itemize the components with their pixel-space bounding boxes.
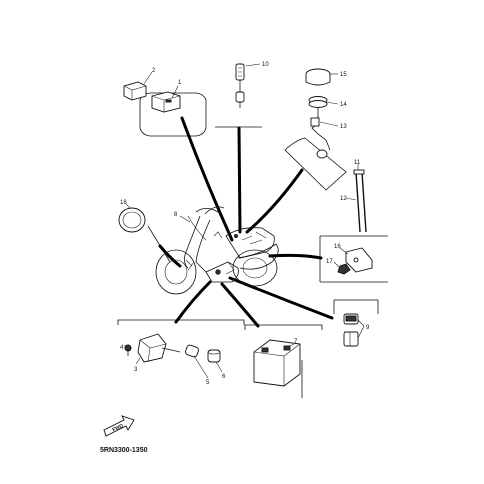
seat	[225, 227, 275, 259]
part-rods	[353, 169, 367, 233]
callout-12: 12	[340, 196, 347, 202]
part-flasher-relay	[123, 81, 147, 101]
wire-bracket	[268, 253, 323, 260]
scooter-outline	[155, 206, 279, 295]
callout-16: 16	[334, 244, 341, 250]
part-bolt	[124, 344, 132, 356]
callout-13: 13	[340, 124, 347, 130]
fwd-label: FWD	[112, 423, 125, 433]
part-fuel-sender	[305, 68, 331, 159]
callout-2: 2	[152, 68, 156, 74]
bracket-battery-group	[244, 324, 323, 330]
part-ignition-coil	[137, 333, 181, 363]
part-battery	[253, 339, 303, 398]
bracket-cap-group	[147, 225, 171, 263]
callout-9: 9	[366, 325, 370, 331]
front-wheel	[155, 249, 197, 295]
wire-cap	[158, 244, 182, 268]
wire-sensor	[237, 126, 242, 234]
part-wire-harness	[187, 215, 207, 241]
part-bracket	[345, 247, 373, 273]
wire-fuel-sender	[245, 168, 304, 234]
diagram-code: 5RN3300-1350	[100, 447, 148, 454]
callout-8: 8	[174, 212, 178, 218]
wire-relay	[180, 116, 234, 242]
callout-4: 4	[120, 345, 124, 351]
part-cap	[118, 207, 146, 233]
callout-15: 15	[340, 72, 347, 78]
rear-body	[237, 243, 279, 270]
part-sensor	[235, 63, 245, 108]
leader-wires	[158, 116, 334, 328]
callout-6: 6	[222, 374, 226, 380]
callout-leaders	[124, 63, 365, 379]
floorboard	[205, 261, 239, 283]
wire-fuse	[228, 276, 334, 320]
front-shield	[195, 219, 211, 273]
bracket-frames	[117, 92, 388, 330]
wire-ignition	[174, 280, 212, 324]
bracket-ignition-group	[117, 319, 245, 325]
bracket-fuel-sender-group	[284, 137, 347, 191]
front-fork	[184, 215, 201, 269]
part-fuse	[343, 313, 359, 347]
callout-17: 17	[326, 259, 333, 265]
fwd-arrow: FWD	[103, 415, 135, 437]
rear-wheel	[232, 249, 278, 287]
part-relay	[151, 91, 181, 113]
part-plug-caps	[185, 344, 221, 363]
handlebar	[195, 208, 223, 215]
wire-battery	[220, 282, 260, 328]
bracket-relay-group	[139, 92, 207, 137]
callout-11: 11	[354, 160, 361, 166]
callout-3: 3	[134, 367, 138, 373]
bracket-fuse-group	[333, 299, 379, 314]
callout-7: 7	[294, 339, 298, 345]
callout-5: 5	[206, 380, 210, 386]
callout-labels: 1 2 3 4 5 6 7 8 9 10 11 12 13 14 15 16 1…	[120, 62, 370, 386]
callout-10: 10	[262, 62, 269, 68]
callout-1: 1	[178, 80, 182, 86]
part-nut	[337, 263, 351, 275]
callout-14: 14	[340, 102, 347, 108]
callout-18: 18	[120, 200, 127, 206]
